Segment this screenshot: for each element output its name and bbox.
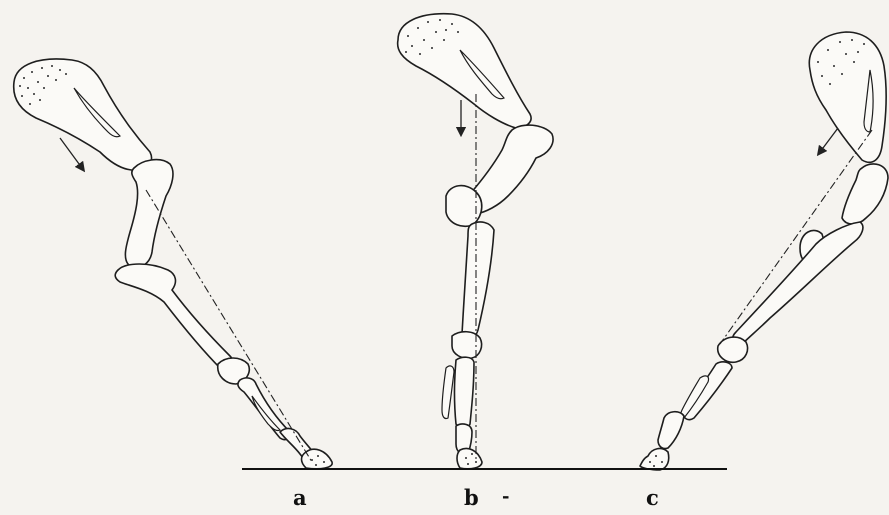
panel-c-cannon-bone (684, 362, 732, 420)
arrow-icon (820, 128, 838, 152)
panel-a-radius-ulna (115, 264, 233, 370)
separator-mark: - (502, 486, 509, 507)
panel-c-scapula (809, 32, 886, 162)
panel-c-radius (733, 222, 863, 346)
panel-b-radius (462, 222, 494, 337)
panel-label-c: c (646, 485, 659, 510)
panel-b-scapula (398, 14, 531, 128)
panel-c-limb (640, 32, 888, 470)
panel-a-limb-axis (146, 190, 312, 462)
panel-c-humerus (842, 164, 888, 224)
panel-b-cannon-bone (455, 357, 475, 428)
panel-c-pastern (658, 412, 684, 449)
panel-b-carpus (452, 332, 482, 359)
panel-a-humerus (125, 160, 173, 268)
panel-a-limb (14, 59, 332, 469)
arrow-icon (60, 138, 82, 168)
panel-b-limb (398, 14, 553, 469)
panel-b-splint-bone (442, 366, 454, 419)
panel-a-scapula (14, 59, 152, 170)
panel-label-a: a (293, 485, 307, 510)
panel-b-hoof (457, 449, 482, 469)
panel-label-b: b (464, 485, 479, 510)
